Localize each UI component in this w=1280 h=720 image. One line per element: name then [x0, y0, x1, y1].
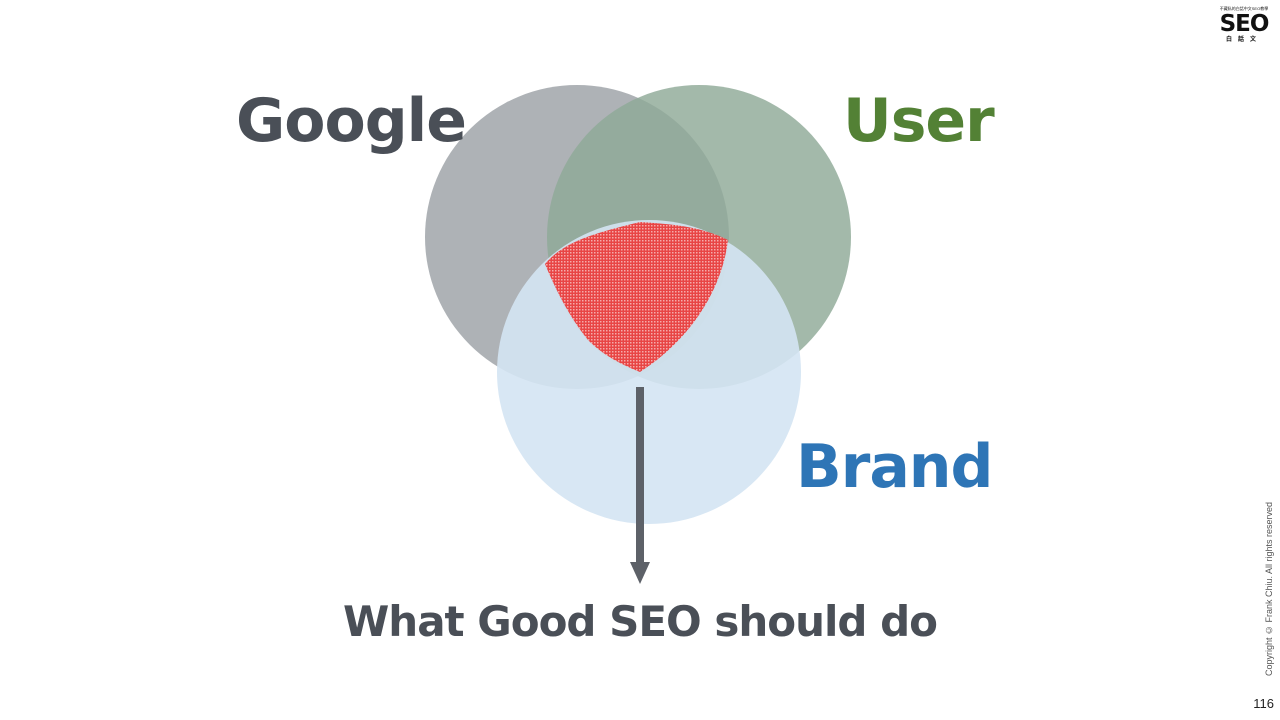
- logo-main-text: SEO: [1219, 11, 1270, 37]
- brand-label: Brand: [796, 432, 993, 502]
- logo-sub-text: 白話文: [1225, 37, 1262, 43]
- google-label: Google: [236, 86, 467, 156]
- arrow-head: [630, 562, 650, 584]
- seo-logo: 不藏私的白話中文SEO教學 SEO 白話文: [1216, 6, 1272, 44]
- page-number: 116: [1253, 696, 1274, 711]
- copyright-notice: Copyright © Frank Chiu. All rights reser…: [1264, 501, 1274, 676]
- user-label: User: [843, 86, 995, 156]
- diagram-caption: What Good SEO should do: [342, 597, 938, 646]
- intersection-highlight: [545, 222, 728, 372]
- logo-tagline: 不藏私的白話中文SEO教學: [1219, 6, 1269, 11]
